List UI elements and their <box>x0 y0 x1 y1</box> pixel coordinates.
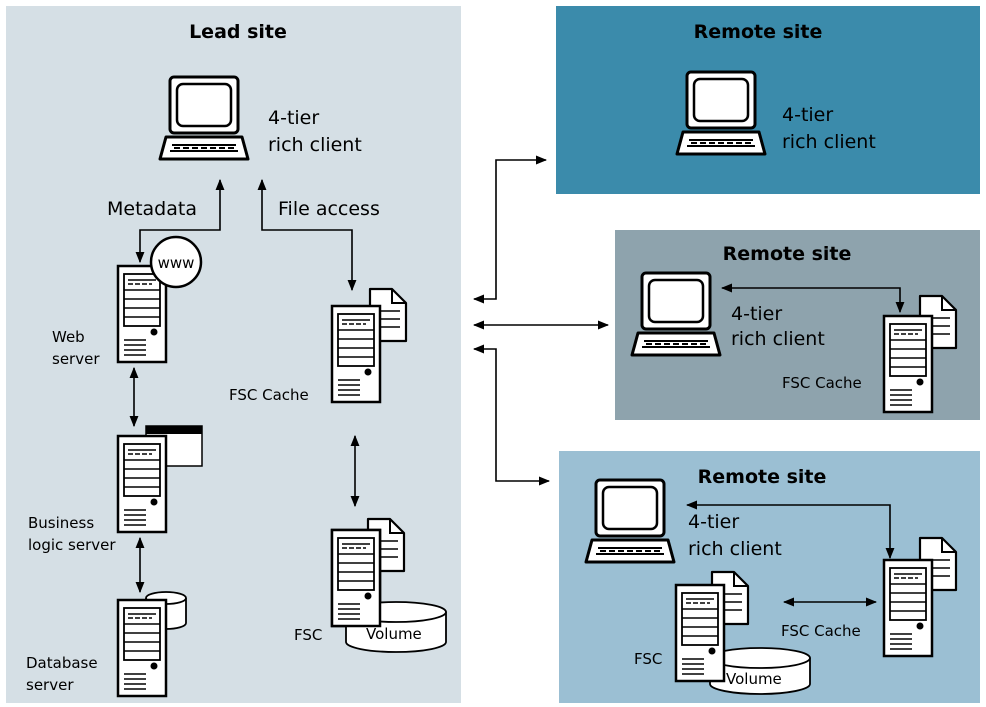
remote-2-client-label-1: 4-tier <box>731 303 782 325</box>
web-server-label-2: server <box>52 350 100 368</box>
metadata-arrow <box>135 178 225 264</box>
lead-laptop-icon <box>158 75 250 161</box>
connector-remote-1 <box>472 155 548 304</box>
lead-client-label-2: rich client <box>268 134 362 156</box>
lead-fsc-cache-server-icon <box>330 304 382 404</box>
web-server-label-1: Web <box>52 328 85 346</box>
web-globe-icon: www <box>149 235 203 289</box>
business-label-1: Business <box>28 514 94 532</box>
remote-1-client-label-2: rich client <box>782 131 876 153</box>
remote-3-laptop-icon <box>584 478 676 564</box>
file-access-label: File access <box>278 198 380 220</box>
database-label-1: Database <box>26 654 98 672</box>
connector-remote-3 <box>472 344 551 486</box>
remote-2-laptop-icon <box>630 271 722 357</box>
remote-site-1-title: Remote site <box>694 21 823 43</box>
remote-1-client-label-1: 4-tier <box>782 104 833 126</box>
lead-fsc-cache-label: FSC Cache <box>229 386 309 404</box>
business-label-2: logic server <box>28 536 116 554</box>
remote-site-2-title: Remote site <box>723 243 852 265</box>
remote-3-fsc-server-icon <box>674 583 726 683</box>
lead-client-label-1: 4-tier <box>268 107 319 129</box>
remote-3-volume-label: Volume <box>726 670 782 688</box>
www-label: www <box>158 254 195 272</box>
remote-2-fsc-cache-server-icon <box>882 314 934 414</box>
remote-3-fsc-label: FSC <box>634 650 662 668</box>
remote-1-laptop-icon <box>675 70 767 156</box>
remote-site-1-panel <box>556 6 980 194</box>
remote-3-client-cache-arrow <box>685 500 895 560</box>
metadata-label: Metadata <box>107 198 197 220</box>
remote-3-client-label-1: 4-tier <box>688 511 739 533</box>
remote-3-volume-icon <box>709 647 811 695</box>
lead-site-title: Lead site <box>189 21 287 43</box>
remote-3-fsc-cache-server-icon <box>882 558 934 658</box>
lead-fsc-server-front-icon <box>330 528 382 628</box>
lead-fsc-label: FSC <box>294 626 322 644</box>
remote-2-client-cache-arrow <box>720 283 905 314</box>
database-label-2: server <box>26 676 74 694</box>
file-access-arrow <box>257 178 357 292</box>
database-server-icon <box>116 598 168 698</box>
lead-volume-label: Volume <box>366 625 422 643</box>
remote-2-client-label-2: rich client <box>731 328 825 350</box>
remote-3-client-label-2: rich client <box>688 538 782 560</box>
business-server-icon <box>116 434 168 534</box>
remote-site-3-title: Remote site <box>698 466 827 488</box>
remote-3-fsc-cache-label: FSC Cache <box>781 622 861 640</box>
remote-2-fsc-cache-label: FSC Cache <box>782 374 862 392</box>
